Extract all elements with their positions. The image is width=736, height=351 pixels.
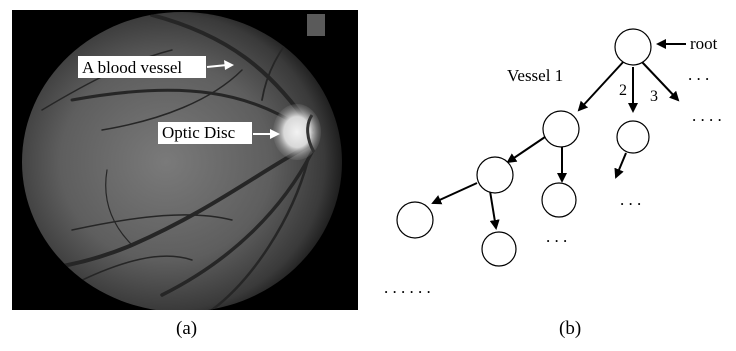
edge-branch2-down (616, 153, 626, 177)
optic-disc-label: Optic Disc (162, 123, 236, 142)
edge-v1-left (508, 137, 545, 162)
ellipsis-top-right-1: . . . (688, 65, 709, 84)
edge-root-branch3 (642, 62, 678, 100)
tree-node-l2-right (542, 183, 576, 217)
edge-l2-down (490, 191, 496, 228)
vessel1-label: Vessel 1 (507, 66, 563, 85)
tree-node-root (615, 29, 651, 65)
tree-node-l3-left (397, 202, 433, 238)
fundus-image-panel: A blood vessel Optic Disc (12, 10, 358, 310)
ellipsis-bottom-left: . . . . . . (384, 278, 431, 297)
blood-vessel-label: A blood vessel (82, 58, 182, 77)
tree-node-vessel1 (543, 111, 579, 147)
ellipsis-top-right-2: . . . . (692, 106, 722, 125)
ellipsis-lower: . . . (546, 227, 567, 246)
vessel-tree-diagram: root Vessel 1 2 3 . . . . . . . . . . . … (370, 0, 736, 351)
corner-notch (307, 14, 325, 36)
ellipsis-mid: . . . (620, 190, 641, 209)
edge-l2-left (433, 183, 477, 203)
branch2-label: 2 (619, 82, 627, 99)
root-label: root (690, 34, 718, 53)
tree-node-l3-right (482, 232, 516, 266)
caption-a: (a) (176, 318, 197, 340)
caption-b: (b) (559, 318, 581, 340)
tree-node-l2-left (477, 157, 513, 193)
branch3-label: 3 (650, 88, 658, 105)
tree-node-branch2 (617, 121, 649, 153)
